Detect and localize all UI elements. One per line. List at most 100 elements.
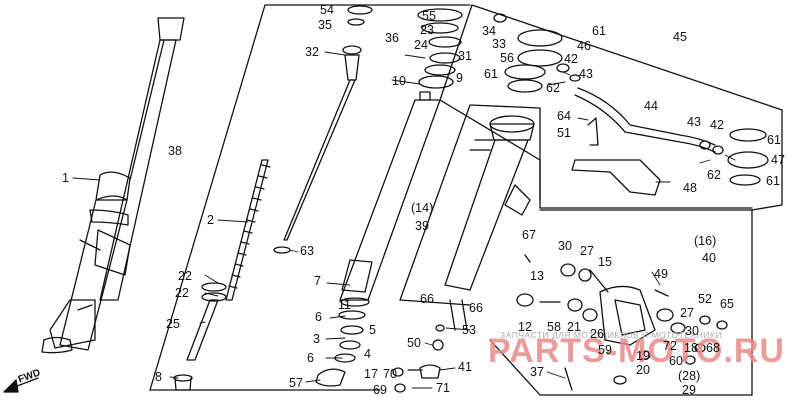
callout-39: 39	[415, 219, 429, 233]
callout-72: 72	[663, 339, 677, 353]
group-40-outline	[489, 209, 753, 396]
callout-61a: 61	[592, 24, 606, 38]
callout-59: 59	[598, 343, 612, 357]
fork-spring	[225, 159, 271, 301]
callout-61b: 61	[484, 67, 498, 81]
callout-50: 50	[407, 336, 421, 350]
callout-70: 70	[383, 367, 397, 381]
callout-33: 33	[492, 37, 506, 51]
group-39-outline	[399, 104, 541, 306]
callout-36: 36	[385, 31, 399, 45]
callout-42a: 42	[564, 52, 578, 66]
leader-lines	[72, 51, 736, 389]
callout-10: 10	[392, 74, 406, 88]
ring-54	[347, 5, 373, 15]
fork-tube	[315, 8, 463, 387]
callout-27b: 27	[680, 306, 694, 320]
callout-25: 25	[166, 317, 180, 331]
callout-69: 69	[373, 383, 387, 397]
ring-35	[347, 18, 365, 26]
callout-43b: 43	[687, 115, 701, 129]
callout-13: 13	[530, 269, 544, 283]
callout-47: 47	[771, 153, 785, 167]
callout-3: 3	[313, 332, 320, 346]
callout-46: 46	[577, 39, 591, 53]
callout-66a: 66	[420, 292, 434, 306]
callout-41: 41	[458, 360, 472, 374]
watermark-brand: PARTS-MOTO.RU	[488, 332, 785, 370]
callout-57: 57	[289, 376, 303, 390]
callout-68: 68	[706, 341, 720, 355]
callout-21: 21	[567, 320, 581, 334]
piston-rod	[186, 282, 227, 361]
callout-61d: 61	[766, 174, 780, 188]
bolt-66	[449, 299, 456, 331]
callout-30b: 30	[685, 324, 699, 338]
callout-64: 64	[557, 109, 571, 123]
callout-58: 58	[547, 320, 561, 334]
callout-62a: 62	[546, 81, 560, 95]
caliper-parts	[516, 254, 728, 391]
callout-31: 31	[458, 49, 472, 63]
callout-49: 49	[654, 267, 668, 281]
callout-6b: 6	[307, 351, 314, 365]
callout-67: 67	[522, 228, 536, 242]
callout-38: 38	[168, 144, 182, 158]
callout-61c: 61	[767, 133, 781, 147]
callout-4: 4	[364, 347, 371, 361]
callout-42b: 42	[710, 118, 724, 132]
callout-15: 15	[598, 255, 612, 269]
callout-2: 2	[207, 213, 214, 227]
callout-11: 11	[338, 298, 351, 312]
callout-35: 35	[318, 18, 332, 32]
fwd-arrow-head	[3, 379, 19, 393]
callout-1: 1	[62, 171, 69, 185]
callout-28: (28)	[678, 369, 701, 383]
callout-54: 54	[320, 3, 334, 17]
callout-37: 37	[530, 365, 544, 379]
callout-65: 65	[720, 297, 734, 311]
callout-22b: 22	[175, 286, 189, 300]
callout-30a: 30	[558, 239, 572, 253]
callout-55: 55	[422, 9, 436, 23]
callout-40: 40	[702, 251, 716, 265]
damper-rod	[283, 45, 362, 241]
callout-8: 8	[155, 370, 162, 384]
callout-18: 18	[684, 341, 698, 355]
bolt-66b	[461, 299, 468, 331]
callout-17: 17	[364, 367, 378, 381]
callout-24: 24	[414, 38, 428, 52]
brake-hose-parts	[493, 13, 769, 196]
small-hardware	[392, 324, 445, 393]
callout-71: 71	[436, 381, 450, 395]
callout-19: 19	[636, 349, 650, 363]
watermark-subtitle: ЗАПЧАСТИ ДЛЯ МОТОЦИКЛОВ И МОТОТЕХНИКИ	[500, 330, 722, 340]
fork-leg-assembly	[41, 17, 185, 354]
callout-62b: 62	[707, 168, 721, 182]
rebound-spring	[173, 374, 193, 391]
callout-26: 26	[590, 327, 604, 341]
callout-53: 53	[462, 323, 476, 337]
fork-slider	[444, 115, 535, 291]
callout-27a: 27	[580, 244, 594, 258]
callout-52: 52	[698, 292, 712, 306]
callout-9: 9	[456, 71, 463, 85]
callout-29: 29	[682, 383, 696, 397]
callout-12: 12	[518, 320, 532, 334]
callout-66b: 66	[469, 301, 483, 315]
callout-20: 20	[636, 363, 650, 377]
callout-5: 5	[369, 323, 376, 337]
callout-63: 63	[300, 244, 314, 258]
callout-48: 48	[683, 181, 697, 195]
callout-6a: 6	[315, 310, 322, 324]
callout-44: 44	[644, 99, 658, 113]
callout-45: 45	[673, 30, 687, 44]
callout-56: 56	[500, 51, 514, 65]
callout-14: (14)	[411, 201, 434, 215]
callout-23: 23	[420, 23, 434, 37]
callout-43a: 43	[579, 67, 593, 81]
callout-60: 60	[669, 354, 683, 368]
callout-7: 7	[314, 274, 321, 288]
